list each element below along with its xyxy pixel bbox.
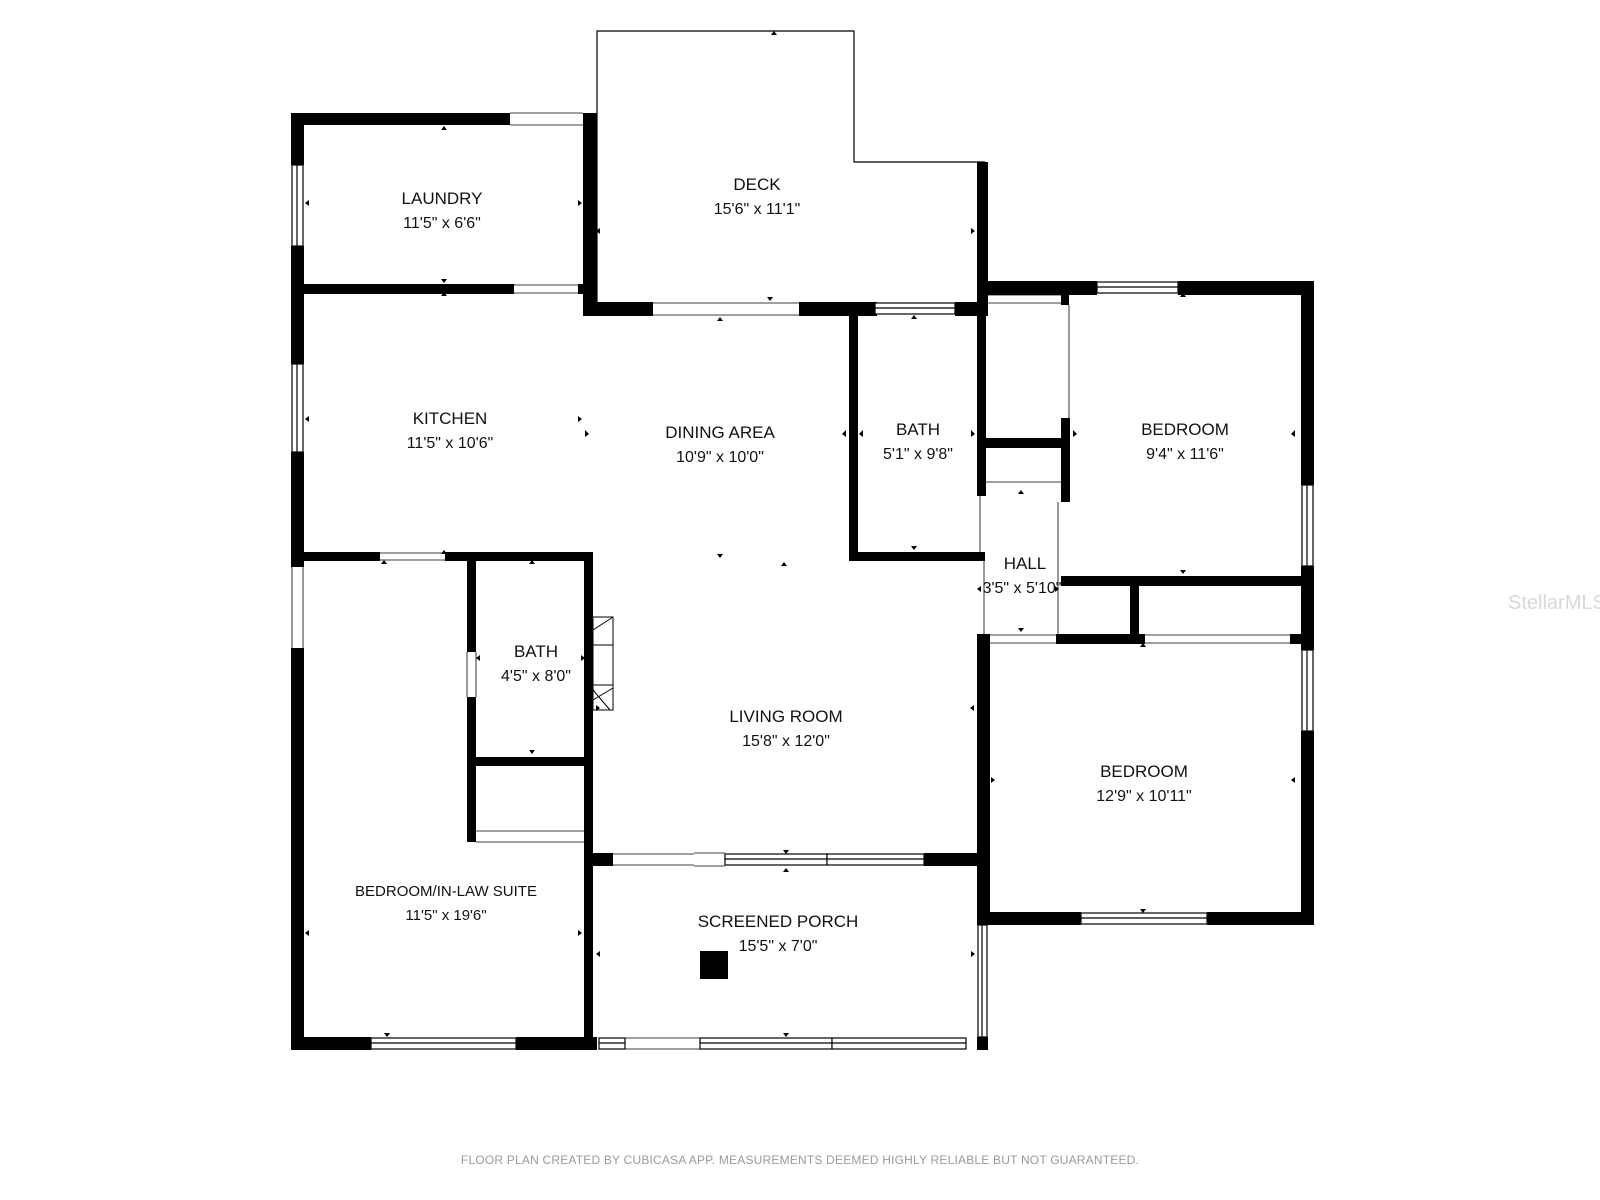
bedroom-ne-name: BEDROOM [1141,420,1229,439]
room-labels: DECK 15'6" x 11'1" LAUNDRY 11'5" x 6'6" … [355,175,1229,955]
hall-dims: 3'5" x 5'10" [983,580,1062,597]
deck-outline [596,30,985,302]
kitchen-name: KITCHEN [413,409,488,428]
watermark-logo: StellarMLS [1508,592,1600,614]
bath-center-name: BATH [896,420,940,439]
deck-name: DECK [733,175,781,194]
bath-west-dims: 4'5" x 8'0" [501,668,571,685]
bedroom-se-dims: 12'9" x 10'11" [1096,788,1191,805]
windows [291,164,1314,1050]
bedroom-se-name: BEDROOM [1100,762,1188,781]
openings [291,112,1290,1050]
bedroom-ne-dims: 9'4" x 11'6" [1146,446,1224,463]
kitchen-dims: 11'5" x 10'6" [407,435,494,452]
living-name: LIVING ROOM [729,707,842,726]
inlaw-dims: 11'5" x 19'6" [405,907,486,924]
laundry-dims: 11'5" x 6'6" [403,215,481,232]
living-dims: 15'8" x 12'0" [742,733,830,750]
dimension-markers [305,31,1295,1037]
inlaw-name: BEDROOM/IN-LAW SUITE [355,883,537,900]
fireplace [592,616,614,711]
walls [291,113,1314,1050]
laundry-name: LAUNDRY [402,189,483,208]
porch-dims: 15'5" x 7'0" [739,938,818,955]
hall-name: HALL [1004,554,1047,573]
bath-center-dims: 5'1" x 9'8" [883,446,953,463]
bath-west-name: BATH [514,642,558,661]
dining-dims: 10'9" x 10'0" [676,449,764,466]
footer-disclaimer: FLOOR PLAN CREATED BY CUBICASA APP. MEAS… [460,1153,1140,1167]
dining-name: DINING AREA [665,423,775,442]
deck-dims: 15'6" x 11'1" [714,201,801,218]
porch-name: SCREENED PORCH [698,912,859,931]
